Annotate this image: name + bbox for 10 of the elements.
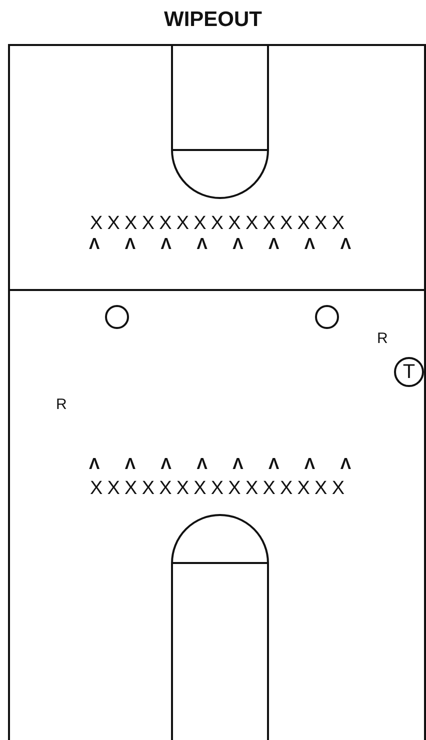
letter-label: R: [377, 331, 388, 347]
diagram-title: WIPEOUT: [163, 8, 263, 32]
player-marks: XXXXXXXXXXXXXXX: [90, 479, 350, 499]
cone-marks: Λ Λ Λ Λ Λ Λ Λ Λ: [89, 236, 351, 254]
circle-marker: [315, 305, 339, 329]
letter-label: R: [56, 397, 67, 413]
cone-marks: Λ Λ Λ Λ Λ Λ Λ Λ: [89, 456, 351, 474]
player-marks: XXXXXXXXXXXXXXX: [90, 214, 350, 234]
circled-letter: T: [394, 357, 424, 387]
circle-marker: [105, 305, 129, 329]
